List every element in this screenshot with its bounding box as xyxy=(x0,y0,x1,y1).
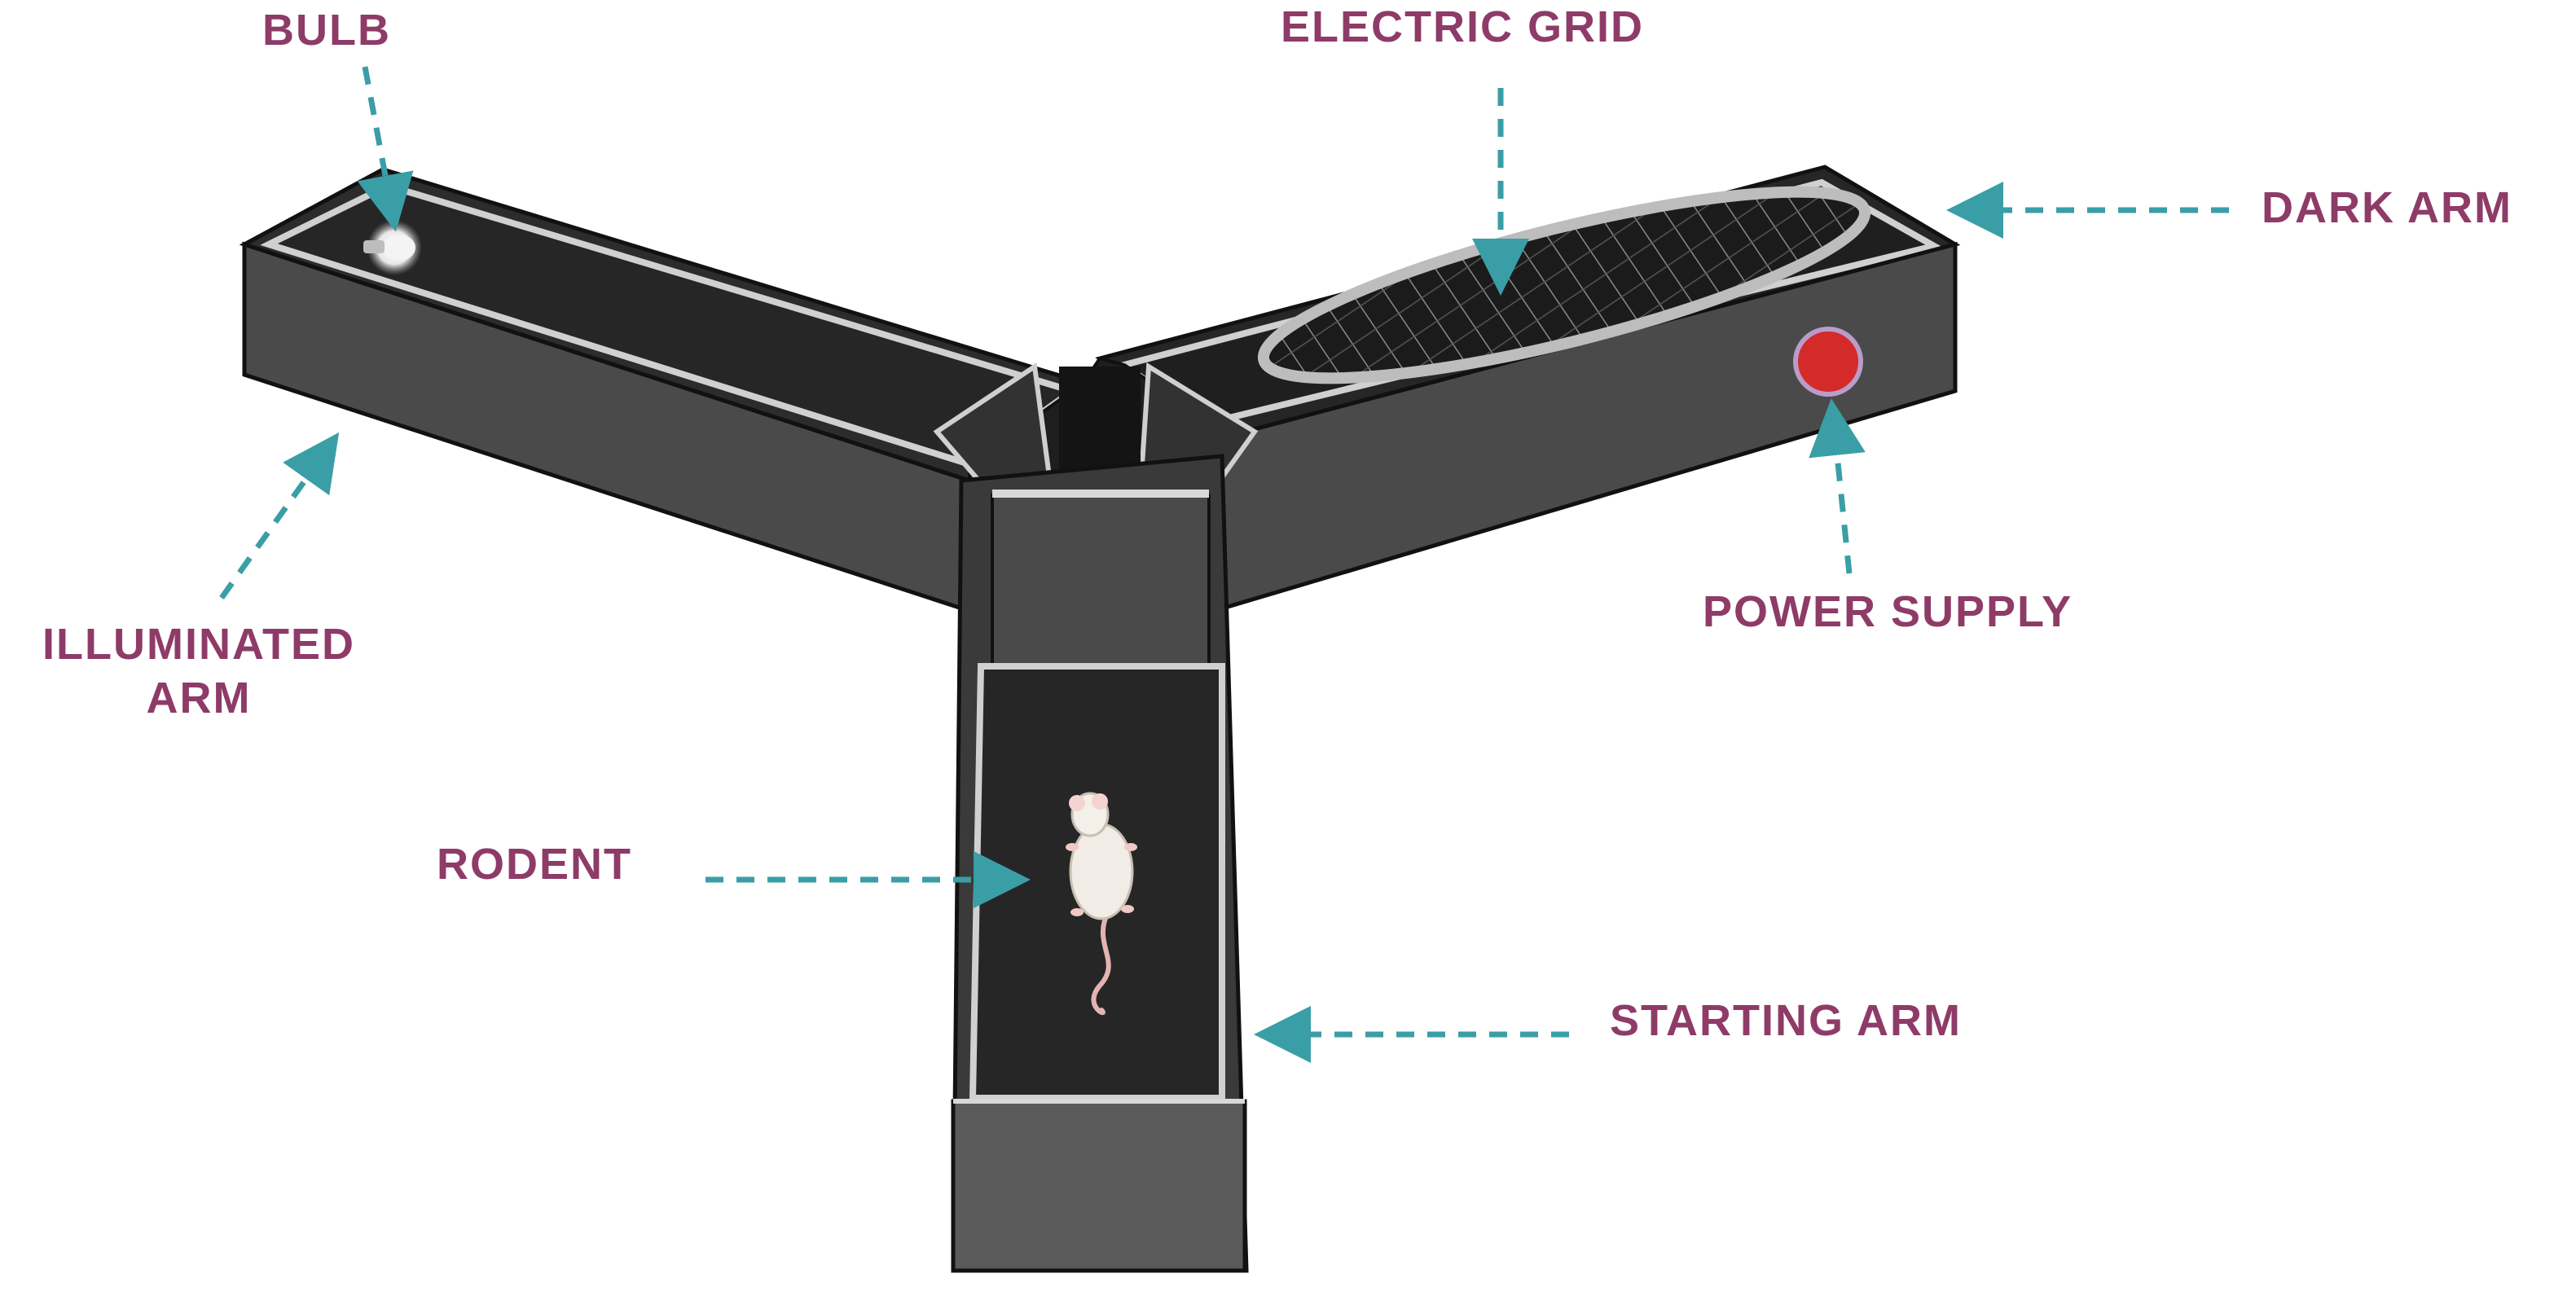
bulb-icon xyxy=(363,220,422,275)
power-supply-label: POWER SUPPLY xyxy=(1703,587,2073,636)
electric-grid-label: ELECTRIC GRID xyxy=(1281,2,1645,51)
bulb-label: BULB xyxy=(262,6,391,55)
rodent-label: RODENT xyxy=(437,840,632,889)
bulb-arrow xyxy=(357,66,414,232)
illuminated-arm-label-line2: ARM xyxy=(146,674,252,722)
dark-arm-label: DARK ARM xyxy=(2262,183,2512,232)
illuminated-arm-label: ILLUMINATED ARM xyxy=(0,617,398,725)
rodent-icon xyxy=(1066,792,1137,1016)
guillotine-door xyxy=(991,494,1211,668)
electric-grid xyxy=(1257,186,1871,384)
starting-arm-label: STARTING ARM xyxy=(1610,996,1962,1045)
power-supply-button xyxy=(1793,327,1863,397)
power-supply-arrow xyxy=(1809,398,1866,574)
illuminated-arm xyxy=(239,167,1088,614)
dark-arm xyxy=(1095,165,1961,614)
starting-arm-front-wall xyxy=(951,1099,1247,1273)
arrows xyxy=(219,66,2229,1063)
illuminated-arm-label-line1: ILLUMINATED xyxy=(42,620,355,669)
illuminated-arm-arrow xyxy=(219,432,340,600)
